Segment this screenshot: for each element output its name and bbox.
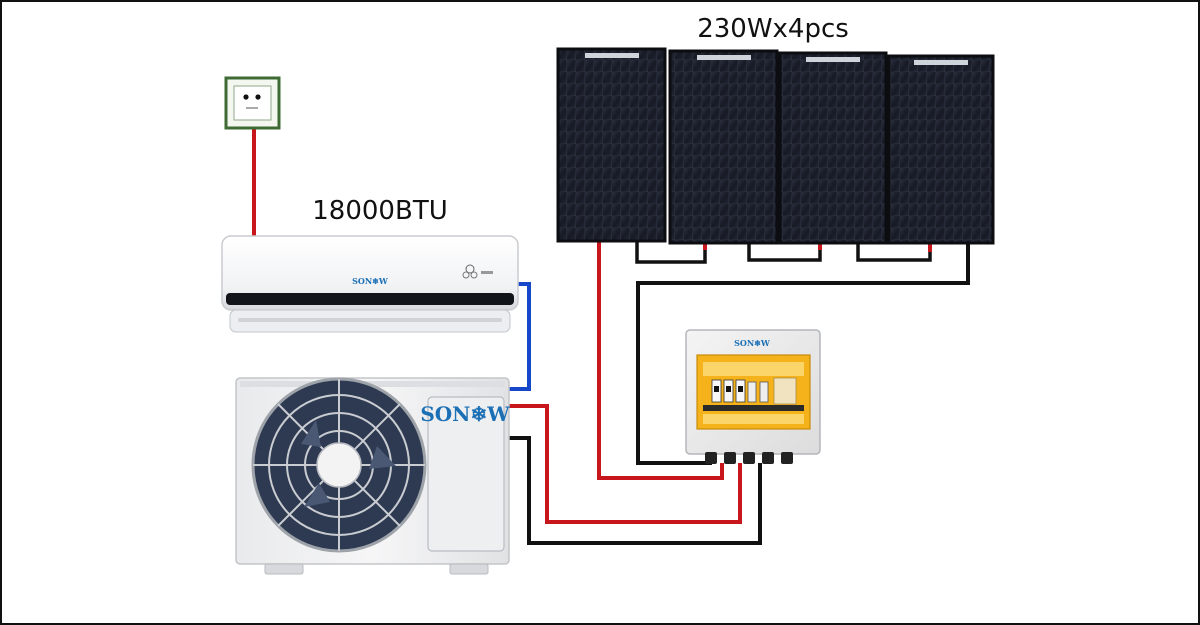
indoor-ac-unit: SON❄W	[221, 235, 519, 333]
cable-glands	[705, 452, 793, 464]
wall-socket	[224, 76, 281, 130]
panels-spec-label: 230Wx4pcs	[697, 14, 849, 44]
outdoor-brand-logo: SON❄W	[420, 402, 510, 426]
refrigerant-line	[507, 282, 531, 391]
combiner-brand-logo: SON❄W	[734, 338, 771, 348]
fan-icon	[251, 377, 427, 553]
wire-output-positive	[507, 404, 742, 524]
display-panel	[462, 264, 493, 279]
solar-panel-3	[778, 51, 888, 245]
solar-panel-4	[887, 54, 995, 245]
solar-panel-2	[668, 49, 779, 245]
wire-panel1-panel2	[635, 240, 707, 264]
wire-output-negative	[507, 436, 762, 545]
outdoor-ac-unit: SON❄W	[235, 377, 510, 575]
solar-panel-1	[556, 47, 667, 243]
circuit-breakers	[711, 377, 797, 405]
ac-capacity-label: 18000BTU	[312, 196, 447, 226]
wire-array-negative	[636, 240, 970, 465]
power-socket-icon	[243, 94, 261, 109]
wire-array-positive	[597, 240, 724, 480]
combiner-box: SON❄W	[685, 329, 821, 464]
indoor-brand-logo: SON❄W	[352, 276, 389, 286]
